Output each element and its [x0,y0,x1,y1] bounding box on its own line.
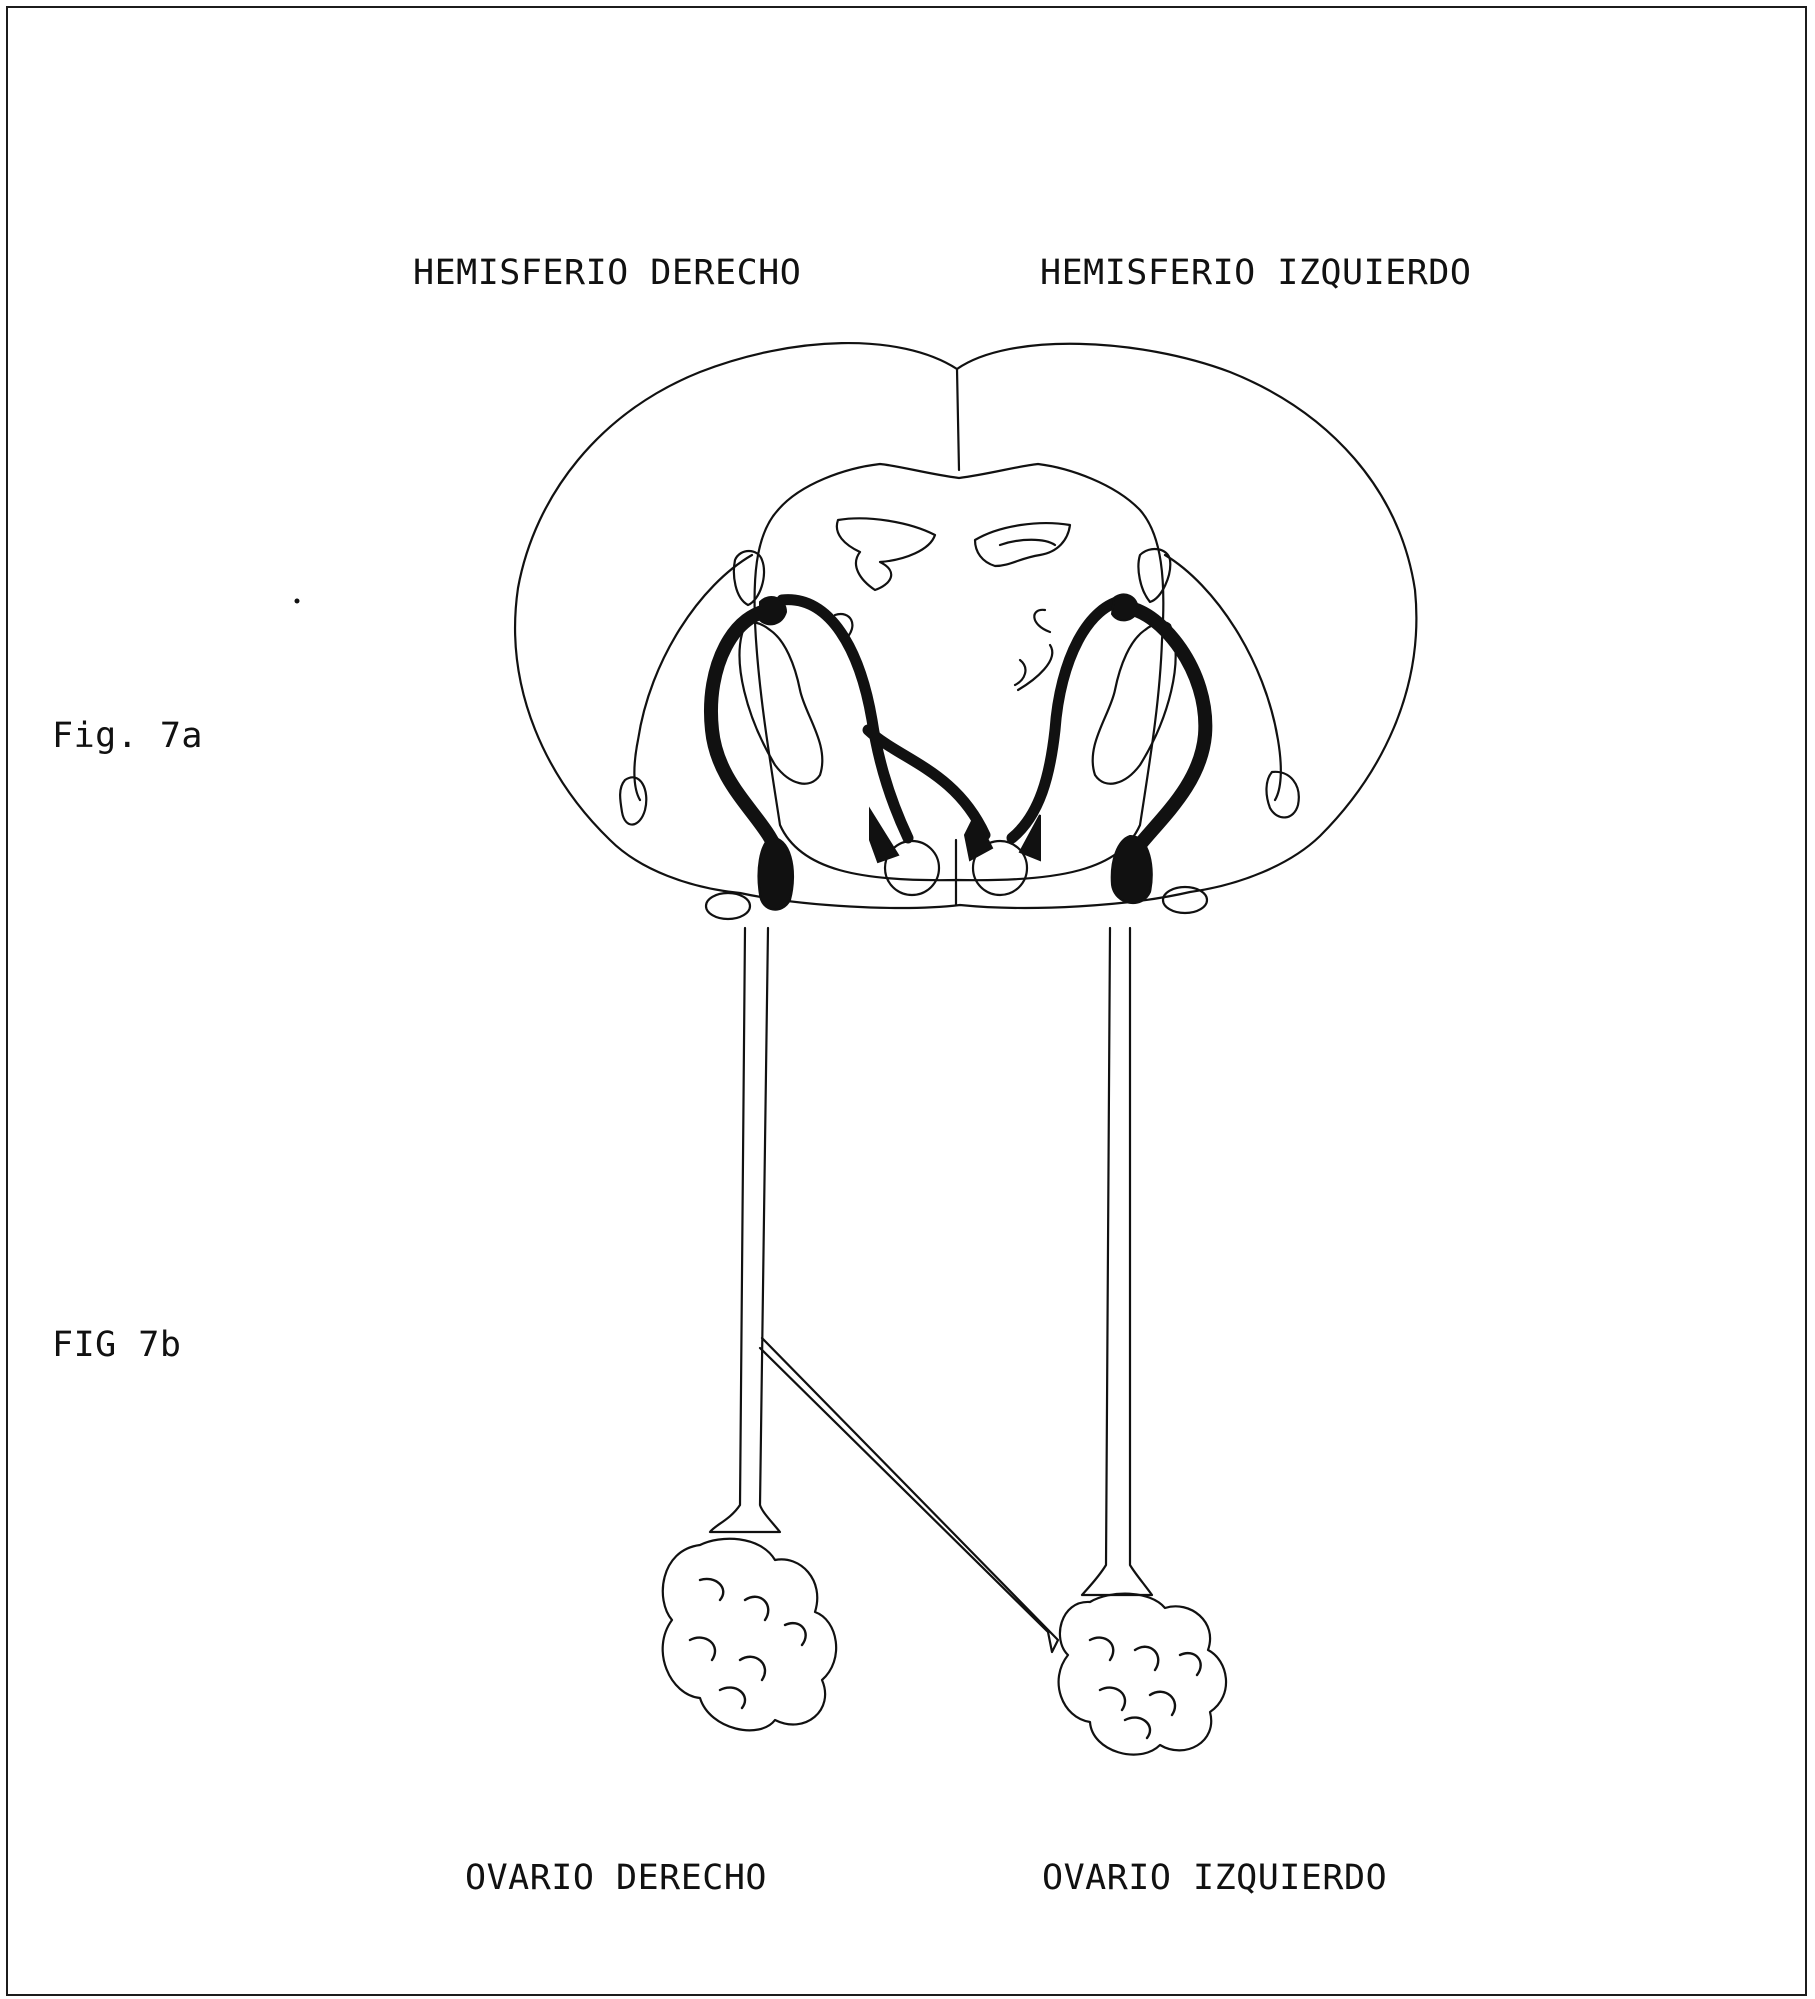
crossing-connector [760,1338,1058,1652]
label-hemisphere-left: HEMISFERIO IZQUIERDO [1040,253,1471,293]
upper-structure-left [1138,549,1170,602]
ovary-left [1059,1594,1226,1755]
brain-outline [515,343,1416,908]
knot-left [1112,594,1138,620]
striatum-left [1093,622,1176,783]
stray-mark [295,599,300,604]
ventricle-right [837,518,935,590]
midline-fissure [957,369,959,470]
pathway-crossing-right [782,600,908,838]
knot-right [760,597,786,624]
white-matter-arc-left [1165,555,1281,800]
lateral-oval-right [620,777,646,824]
inner-contour [755,464,1164,880]
pathway-arc-right [711,610,780,860]
label-ovary-right: OVARIO DERECHO [465,1858,767,1898]
white-matter-arc-right [634,555,752,800]
lesion-right [758,838,793,910]
ovary-folds-left [1090,1638,1201,1738]
lower-oval-left [1163,887,1207,913]
lateral-oval-left [1266,772,1298,818]
pathway-crossing-left [1012,600,1125,838]
label-fig-7b: FIG 7b [52,1325,181,1365]
upper-structure-right [734,551,764,605]
ovary-folds-right [690,1579,806,1708]
lower-oval-right [706,893,750,919]
label-ovary-left: OVARIO IZQUIERDO [1042,1858,1387,1898]
stalk-left [1082,928,1152,1595]
striatum-right [740,622,823,783]
label-hemisphere-right: HEMISFERIO DERECHO [413,253,801,293]
lesion-left [1112,836,1152,903]
stalk-right [710,928,780,1532]
ovary-right [663,1539,836,1731]
label-fig-7a: Fig. 7a [52,716,203,756]
